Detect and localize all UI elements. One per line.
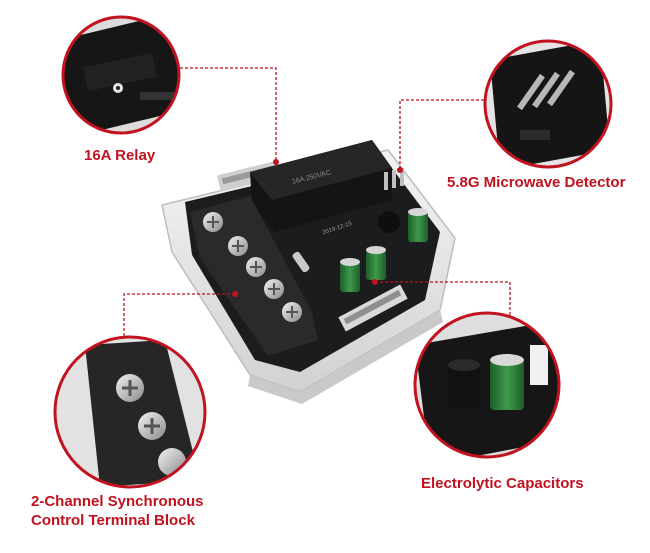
zoom-capacitors	[413, 311, 561, 459]
terminal-block	[190, 196, 318, 356]
resistor	[292, 251, 310, 273]
callout-terminal-line1: 2-Channel Synchronous	[31, 493, 204, 510]
callout-capacitors-label: Electrolytic Capacitors	[421, 475, 584, 492]
electrolytic-capacitors	[340, 208, 428, 292]
callout-terminal-line2: Control Terminal Block	[31, 512, 195, 529]
terminal-screws	[203, 212, 302, 322]
main-module: 16A 250VAC 2019-12-15	[161, 140, 456, 404]
zoom-terminal	[53, 335, 207, 489]
zoom-detector	[483, 39, 613, 169]
zoom-relay	[61, 15, 181, 135]
callout-terminal-label: 2-Channel Synchronous Control Terminal B…	[31, 492, 204, 530]
leader-terminal	[123, 293, 235, 345]
screw-icon	[158, 448, 186, 476]
leader-dots	[232, 159, 403, 297]
callout-detector-label: 5.8G Microwave Detector	[447, 174, 626, 191]
detector-pins	[384, 168, 404, 190]
relay: 16A 250VAC	[250, 140, 392, 232]
callout-relay-label: 16A Relay	[84, 147, 156, 164]
leader-lines	[123, 67, 511, 345]
bottom-pin-header	[338, 284, 408, 332]
leader-capacitors	[375, 281, 511, 340]
leader-relay	[175, 67, 277, 162]
leader-detector	[399, 99, 484, 170]
